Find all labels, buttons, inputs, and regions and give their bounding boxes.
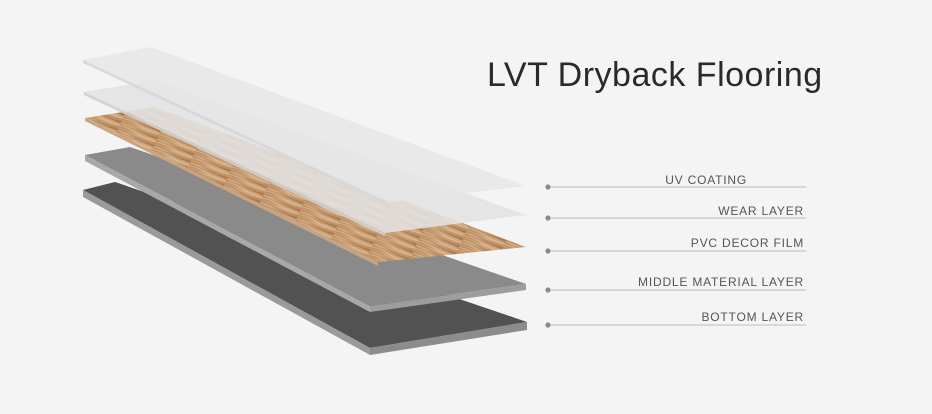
leader-dot [545, 184, 551, 190]
layer-label-middle-material-layer: MIDDLE MATERIAL LAYER [545, 275, 806, 293]
layer-label-uv-coating: UV COATING [545, 173, 806, 190]
layer-label-bottom-layer: BOTTOM LAYER [545, 310, 806, 328]
layer-label-pvc-decor-film: PVC DECOR FILM [545, 236, 806, 254]
leader-dot [545, 215, 551, 221]
layer-label-text: BOTTOM LAYER [701, 310, 804, 324]
leader-dot [545, 287, 551, 293]
layer-label-text: UV COATING [665, 173, 747, 187]
diagram-title: LVT Dryback Flooring [487, 56, 823, 94]
uv-coating-plank [83, 47, 526, 205]
leader-dot [545, 322, 551, 328]
layer-label-text: MIDDLE MATERIAL LAYER [638, 275, 804, 289]
layer-label-text: PVC DECOR FILM [691, 236, 804, 250]
layer-label-wear-layer: WEAR LAYER [545, 204, 806, 221]
leader-dot [545, 248, 551, 254]
layer-label-text: WEAR LAYER [718, 204, 804, 218]
